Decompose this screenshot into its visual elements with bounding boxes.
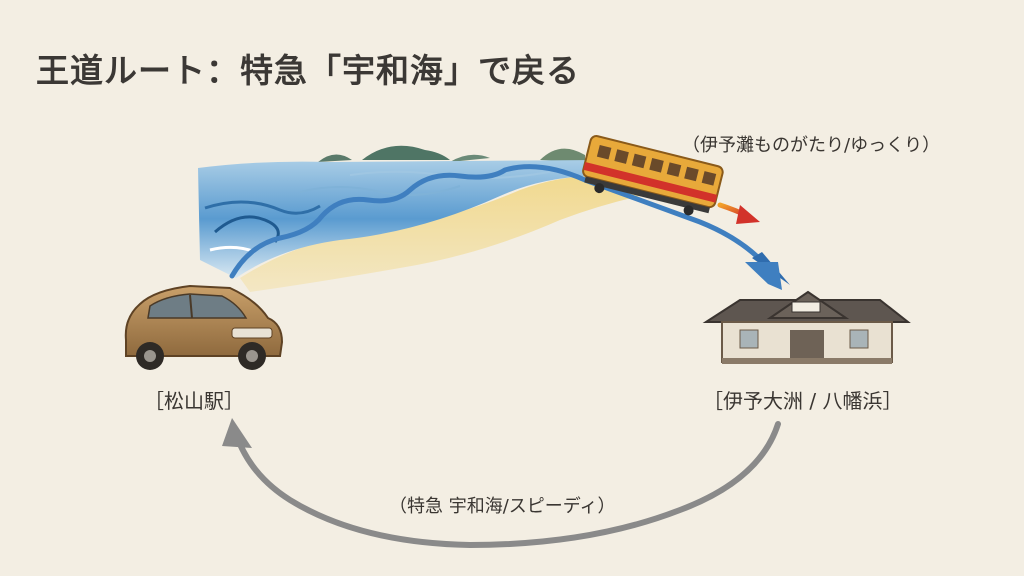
car-icon	[124, 284, 284, 370]
scenic-route-arrow	[229, 164, 790, 290]
node-label-ozu-yawatahama: ［伊予大洲 / 八幡浜］	[703, 389, 903, 413]
route-label-scenic: （伊予灘ものがたり/ゆっくり）	[682, 135, 941, 156]
express-route-arrow	[222, 418, 781, 549]
node-label-matsuyama: ［松山駅］	[144, 389, 244, 413]
page-title: 王道ルート：特急「宇和海」で戻る	[36, 51, 580, 90]
sea-illustration	[198, 145, 640, 292]
route-label-express: （特急 宇和海/スピーディ）	[389, 496, 616, 517]
train-icon	[582, 135, 724, 216]
train-direction-arrow	[717, 202, 760, 224]
station-building-icon	[702, 290, 911, 364]
